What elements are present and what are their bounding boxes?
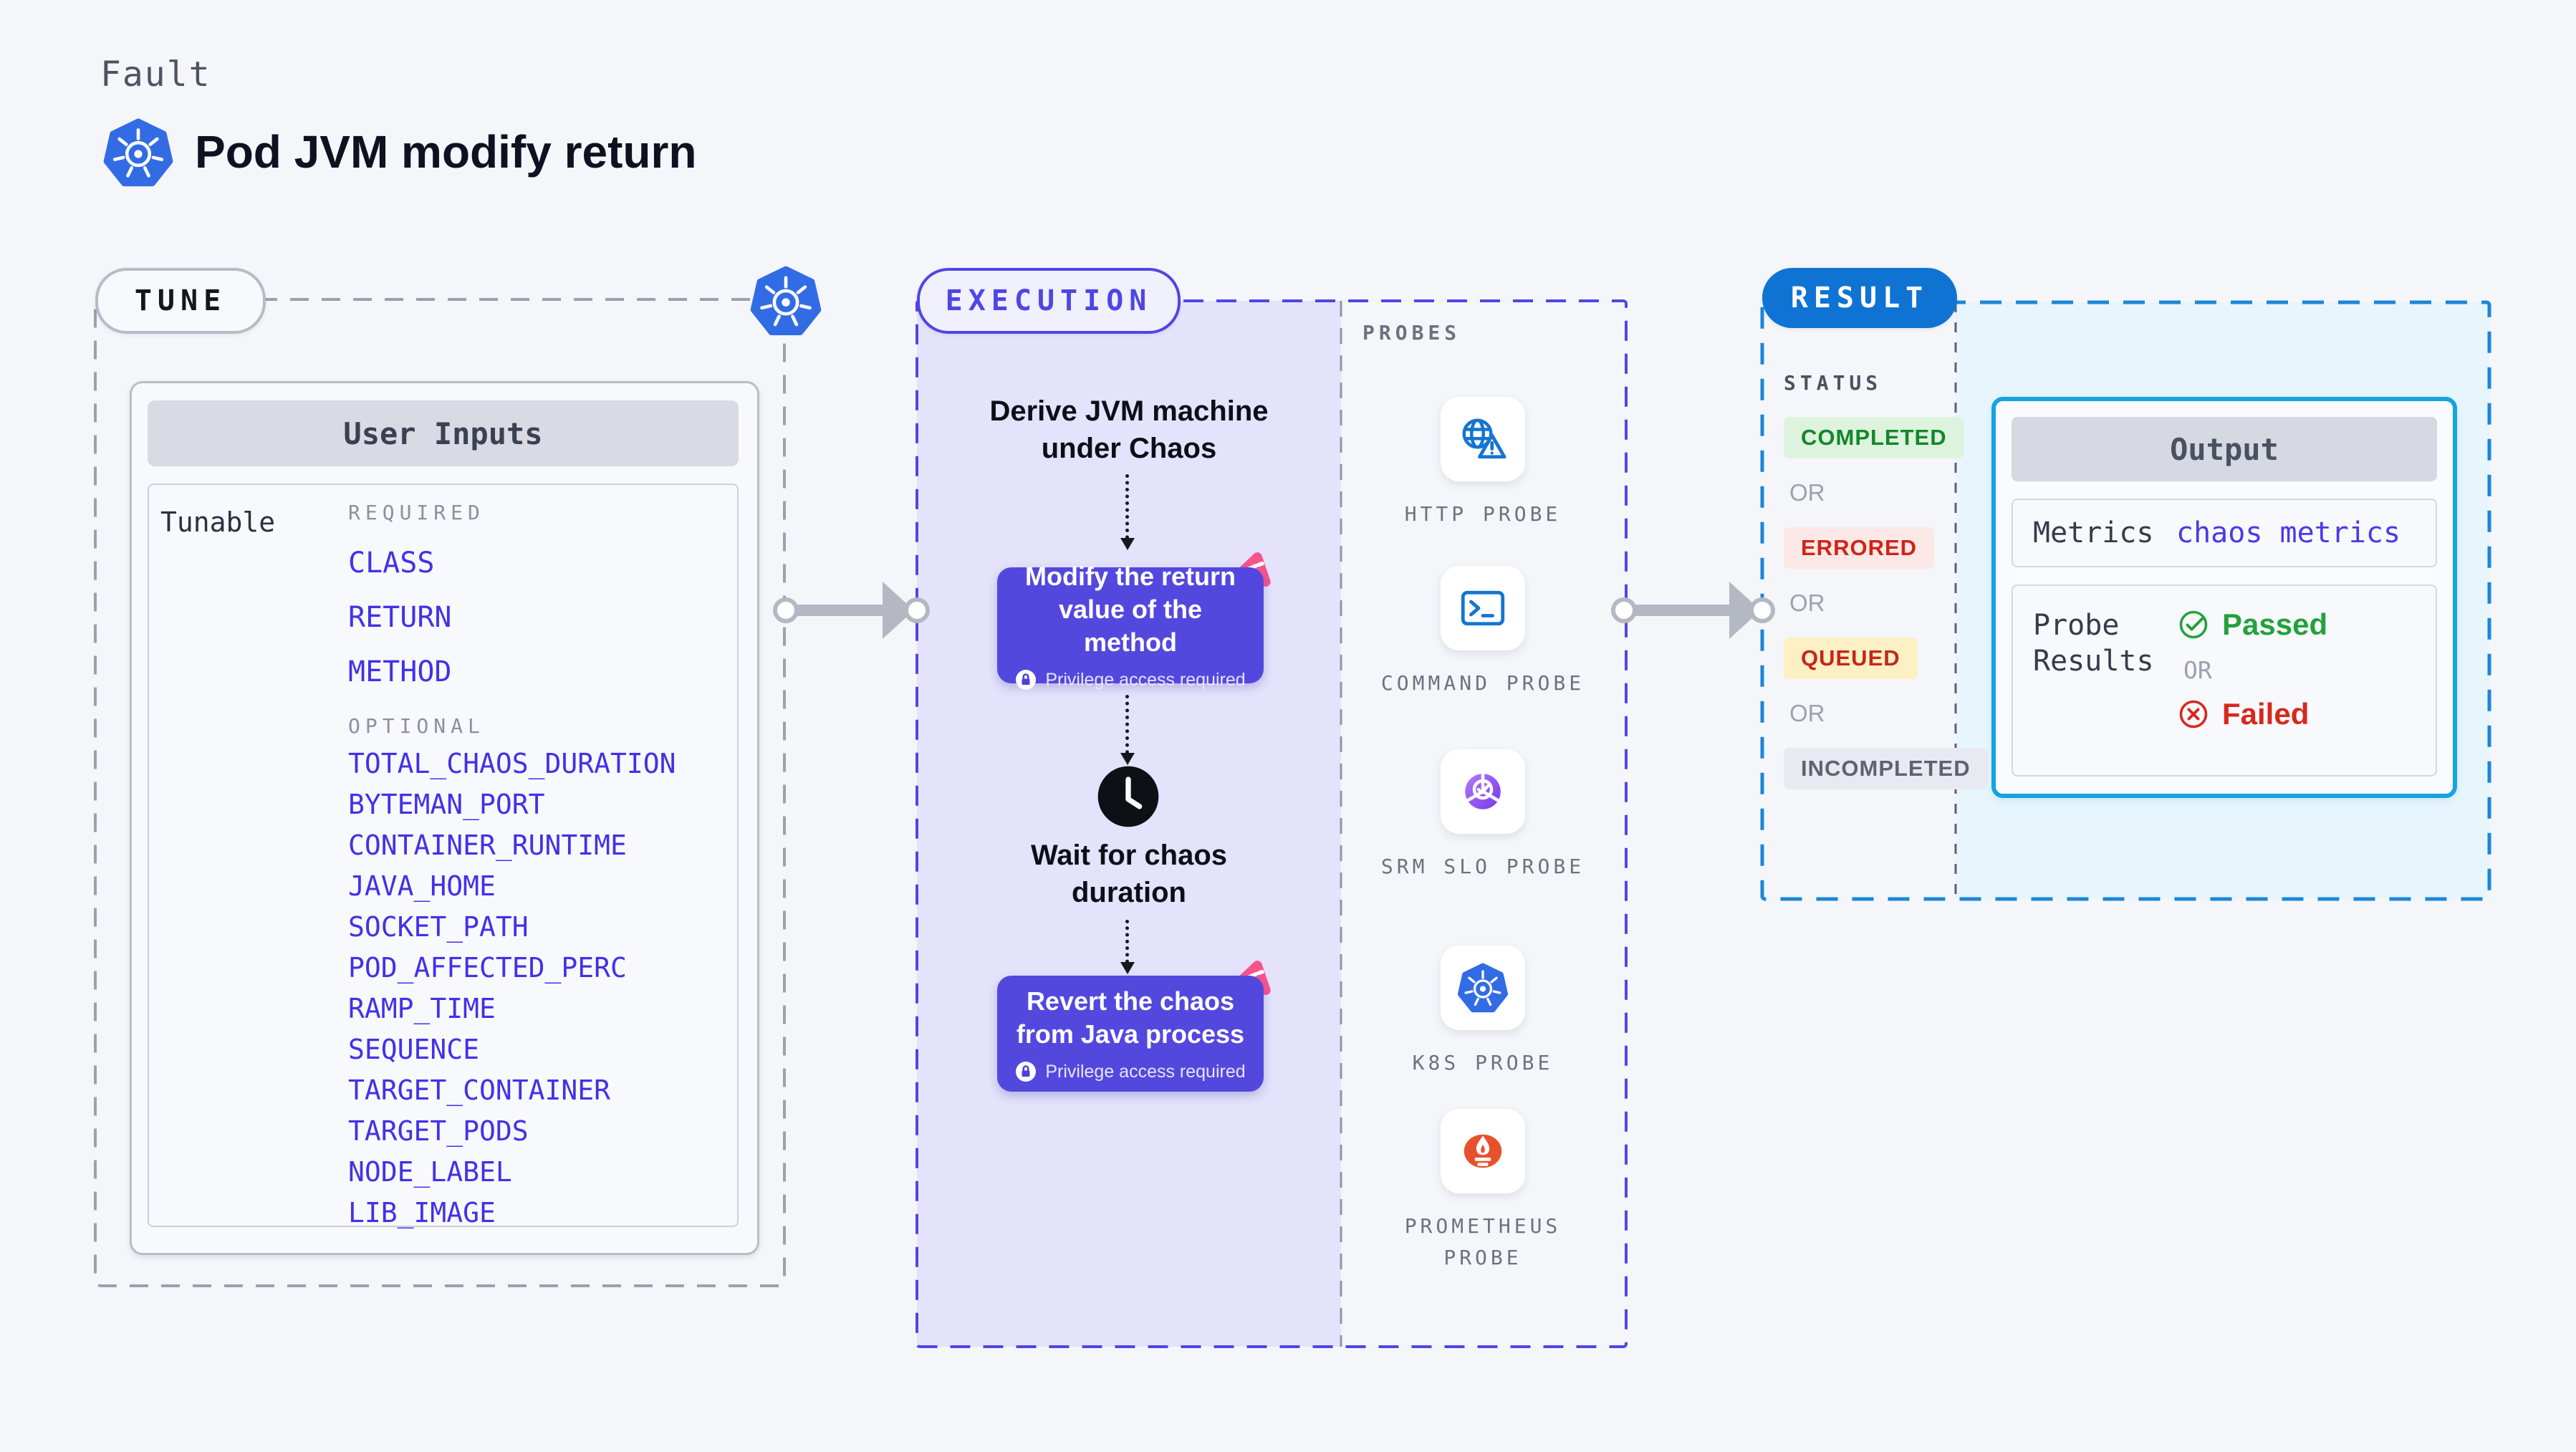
status-badge: INCOMPLETED (1784, 748, 1988, 789)
probe-label: PROMETHEUS PROBE (1404, 1214, 1562, 1269)
passed-label: Passed (2222, 607, 2328, 641)
tunable-item[interactable]: TARGET_PODS (348, 1115, 529, 1147)
k8s-probe-icon (1456, 961, 1509, 1014)
or-separator: OR (2183, 656, 2212, 684)
passed-result: Passed (2176, 607, 2327, 642)
probe-card (1441, 946, 1525, 1030)
user-inputs-header: User Inputs (148, 400, 739, 466)
status-list: COMPLETED OR ERRORED OR QUEUED OR INCOMP… (1784, 417, 1988, 789)
tunable-item[interactable]: RETURN (348, 601, 452, 634)
modify-return-text: Modify the return value of the method (1025, 562, 1236, 657)
passed-check-icon (2176, 607, 2211, 642)
tunable-item[interactable]: SEQUENCE (348, 1034, 480, 1065)
probe-label: HTTP PROBE (1404, 502, 1562, 526)
or-separator: OR (1789, 479, 1825, 506)
tunable-row-label: Tunable (160, 506, 276, 538)
fault-eyebrow: Fault (100, 54, 211, 95)
result-section-pill: RESULT (1762, 268, 1957, 328)
output-panel-header: Output (2012, 417, 2437, 481)
probe-card (1441, 749, 1525, 834)
probe-card (1441, 566, 1525, 650)
probe-results-label: Probe Results (2033, 609, 2154, 678)
modify-return-node: Modify the return value of the method Pr… (997, 567, 1264, 683)
page-title: Pod JVM modify return (195, 126, 697, 178)
http-probe-icon (1457, 413, 1509, 465)
metrics-value-link[interactable]: chaos metrics (2176, 516, 2401, 549)
kubernetes-corner-icon (749, 262, 823, 340)
flow-arrow-down-icon (1120, 920, 1135, 974)
required-group-label: REQUIRED (348, 501, 485, 524)
optional-group-label: OPTIONAL (348, 714, 485, 738)
tunable-item[interactable]: TARGET_CONTAINER (348, 1074, 611, 1106)
probe-label: K8S PROBE (1412, 1051, 1554, 1074)
tunable-item[interactable]: TOTAL_CHAOS_DURATION (348, 748, 676, 779)
failed-label: Failed (2222, 697, 2310, 731)
status-badge: ERRORED (1784, 527, 1935, 569)
probe-item: COMMAND PROBE (1341, 566, 1625, 699)
prometheus-probe-icon (1457, 1125, 1509, 1177)
probe-item: K8S PROBE (1341, 946, 1625, 1079)
probe-card (1441, 1109, 1525, 1193)
probe-card (1441, 397, 1525, 481)
probe-item: SRM SLO PROBE (1341, 749, 1625, 883)
privilege-note: Privilege access required (1045, 669, 1246, 690)
privilege-lock-icon (1015, 669, 1037, 691)
metrics-row: Metrics chaos metrics (2012, 499, 2437, 567)
command-probe-icon (1457, 582, 1509, 634)
or-separator: OR (1789, 700, 1825, 726)
tunable-item[interactable]: RAMP_TIME (348, 993, 496, 1024)
wait-clock-icon (1095, 764, 1161, 830)
probe-results-row: Probe Results Passed OR Failed (2012, 585, 2437, 777)
failed-result: Failed (2176, 697, 2327, 731)
tunable-item[interactable]: METHOD (348, 655, 452, 688)
status-column-label: STATUS (1784, 371, 1883, 395)
revert-chaos-node: Revert the chaos from Java process Privi… (997, 976, 1264, 1092)
probe-item: HTTP PROBE (1341, 397, 1625, 530)
tunable-item[interactable]: POD_AFFECTED_PERC (348, 952, 627, 984)
user-inputs-body: Tunable REQUIRED CLASS RETURN METHOD OPT… (148, 484, 739, 1229)
execution-section-pill: EXECUTION (917, 268, 1181, 334)
tunable-item[interactable]: SOCKET_PATH (348, 911, 529, 943)
tunable-item[interactable]: NODE_LABEL (348, 1156, 512, 1188)
probe-item: PROMETHEUS PROBE (1341, 1109, 1625, 1274)
flow-arrow-down-icon (1120, 695, 1135, 765)
privilege-note: Privilege access required (1045, 1061, 1246, 1082)
metrics-label: Metrics (2033, 516, 2154, 549)
status-badge: QUEUED (1784, 638, 1918, 679)
tune-to-execution-arrow (773, 582, 930, 639)
or-separator: OR (1789, 590, 1825, 616)
tunable-item[interactable]: CLASS (348, 547, 435, 580)
output-panel: Output Metrics chaos metrics Probe Resul… (1991, 397, 2457, 798)
tunable-item[interactable]: LIB_IMAGE (348, 1197, 496, 1229)
srm-slo-probe-icon (1457, 766, 1509, 817)
tunable-item[interactable]: CONTAINER_RUNTIME (348, 830, 627, 861)
status-badge: COMPLETED (1784, 417, 1964, 458)
tune-section-label: TUNE (134, 284, 227, 317)
probes-to-result-arrow (1611, 582, 1775, 639)
kubernetes-icon (102, 115, 175, 191)
probe-label: COMMAND PROBE (1380, 671, 1585, 695)
flow-arrow-down-icon (1120, 474, 1135, 550)
tunable-item[interactable]: JAVA_HOME (348, 870, 496, 902)
probes-section-label: PROBES (1363, 321, 1461, 345)
privilege-lock-icon (1015, 1061, 1037, 1082)
tunables-list: REQUIRED CLASS RETURN METHOD OPTIONAL TO… (348, 485, 737, 1229)
revert-chaos-text: Revert the chaos from Java process (1016, 986, 1245, 1049)
wait-step-text: Wait for chaos duration (1030, 840, 1228, 908)
execution-section-label: EXECUTION (945, 284, 1153, 317)
tunable-item[interactable]: BYTEMAN_PORT (348, 789, 545, 820)
failed-x-icon (2176, 697, 2211, 731)
derive-step-text: Derive JVM machine under Chaos (989, 395, 1269, 464)
probe-label: SRM SLO PROBE (1380, 855, 1585, 878)
result-section-label: RESULT (1790, 282, 1929, 314)
user-inputs-card: User Inputs Tunable REQUIRED CLASS RETUR… (130, 381, 759, 1255)
tune-section-pill: TUNE (95, 268, 266, 334)
